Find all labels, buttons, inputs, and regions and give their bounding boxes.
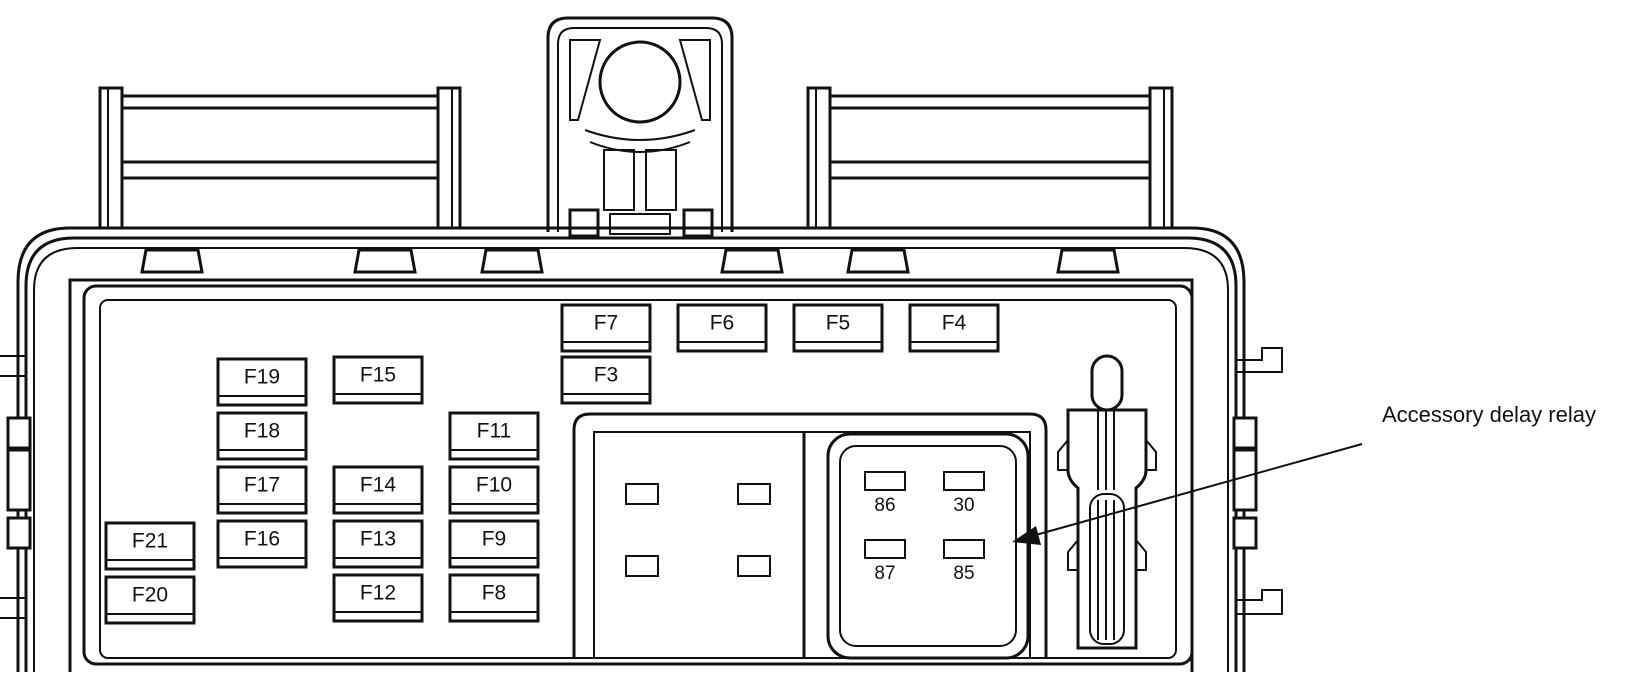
fuse-body [332, 355, 424, 405]
terminal-label: 30 [953, 495, 974, 516]
side-tabs [0, 347, 1283, 619]
fuse-f9: F9 [448, 519, 540, 569]
fuse-body [448, 411, 540, 461]
fuse-label: F15 [360, 364, 396, 387]
fuse-body [676, 303, 768, 353]
terminal-pin [864, 539, 906, 559]
fuse-label: F14 [360, 474, 397, 497]
terminal-label: 86 [874, 495, 895, 516]
fuse-f5: F5 [792, 303, 884, 353]
terminal-label: 85 [953, 563, 974, 584]
fuse-body [216, 411, 308, 461]
fuse-f6: F6 [676, 303, 768, 353]
fuse-label: F16 [244, 528, 280, 551]
fuse-body [448, 465, 540, 515]
relay-bay [572, 412, 1048, 658]
fuse-label: F20 [132, 584, 168, 607]
fuse-body [908, 303, 1000, 353]
left-mounting-bracket [98, 86, 462, 230]
top-latch-tabs [140, 248, 1120, 274]
fuse-body [792, 303, 884, 353]
relay-terminal-30: 30 [943, 471, 985, 516]
accessory-delay-relay [826, 432, 1030, 660]
callout-arrowhead [1012, 526, 1041, 545]
fuse-f15: F15 [332, 355, 424, 405]
fuse-f4: F4 [908, 303, 1000, 353]
fuse-body [448, 573, 540, 623]
fuse-label: F7 [594, 312, 619, 335]
fuse-label: F17 [244, 474, 280, 497]
fuse-panel [82, 284, 1194, 666]
fuse-label: F21 [132, 530, 168, 553]
fuse-f21: F21 [104, 521, 196, 571]
fuse-f12: F12 [332, 573, 424, 623]
fuse-body [560, 355, 652, 405]
fuse-body [104, 521, 196, 571]
fuse-f8: F8 [448, 573, 540, 623]
empty-relay-socket [625, 483, 771, 577]
fuse-label: F12 [360, 582, 396, 605]
relay-terminal-86: 86 [864, 471, 906, 516]
fuse-label: F8 [482, 582, 507, 605]
callout: Accessory delay relay [1012, 402, 1596, 545]
fuse-label: F11 [477, 420, 512, 443]
fuse-body [104, 575, 196, 625]
fuse-f10: F10 [448, 465, 540, 515]
fuse-f3: F3 [560, 355, 652, 405]
fuse-f13: F13 [332, 519, 424, 569]
fuse-label: F13 [360, 528, 396, 551]
fuse-body [216, 465, 308, 515]
relay-terminal-85: 85 [943, 539, 985, 584]
fuse-f20: F20 [104, 575, 196, 625]
fuse-label: F19 [244, 366, 280, 389]
fuse-body [216, 519, 308, 569]
fuse-puller-handle [1057, 354, 1157, 650]
fuse-label: F6 [710, 312, 735, 335]
fuse-body [332, 519, 424, 569]
fuse-f11: F11 [448, 411, 540, 461]
terminal-pin [943, 539, 985, 559]
relay-terminals: 86 30 87 85 [864, 471, 985, 584]
callout-label: Accessory delay relay [1382, 402, 1596, 427]
relay-terminal-87: 87 [864, 539, 906, 584]
fuse-label: F4 [942, 312, 967, 335]
fuse-f19: F19 [216, 357, 308, 407]
fuse-body [216, 357, 308, 407]
terminal-pin [943, 471, 985, 491]
center-release-clip [546, 16, 734, 238]
fuse-body [560, 303, 652, 353]
fuse-box-housing [16, 226, 1246, 672]
fuse-f16: F16 [216, 519, 308, 569]
terminal-label: 87 [874, 563, 895, 584]
fuse-label: F18 [244, 420, 280, 443]
fuse-label: F3 [594, 364, 619, 387]
right-mounting-bracket [806, 86, 1174, 230]
fuse-body [448, 519, 540, 569]
fuse-body [332, 573, 424, 623]
fuse-f18: F18 [216, 411, 308, 461]
callout-leader-line [1031, 443, 1363, 537]
fuse-label: F5 [826, 312, 851, 335]
fuse-f7: F7 [560, 303, 652, 353]
fuse-f14: F14 [332, 465, 424, 515]
terminal-pin [864, 471, 906, 491]
fuse-f17: F17 [216, 465, 308, 515]
fuse-label: F9 [482, 528, 507, 551]
fuse-body [332, 465, 424, 515]
fuse-panel-inner [99, 299, 1177, 659]
fuse-label: F10 [476, 474, 512, 497]
